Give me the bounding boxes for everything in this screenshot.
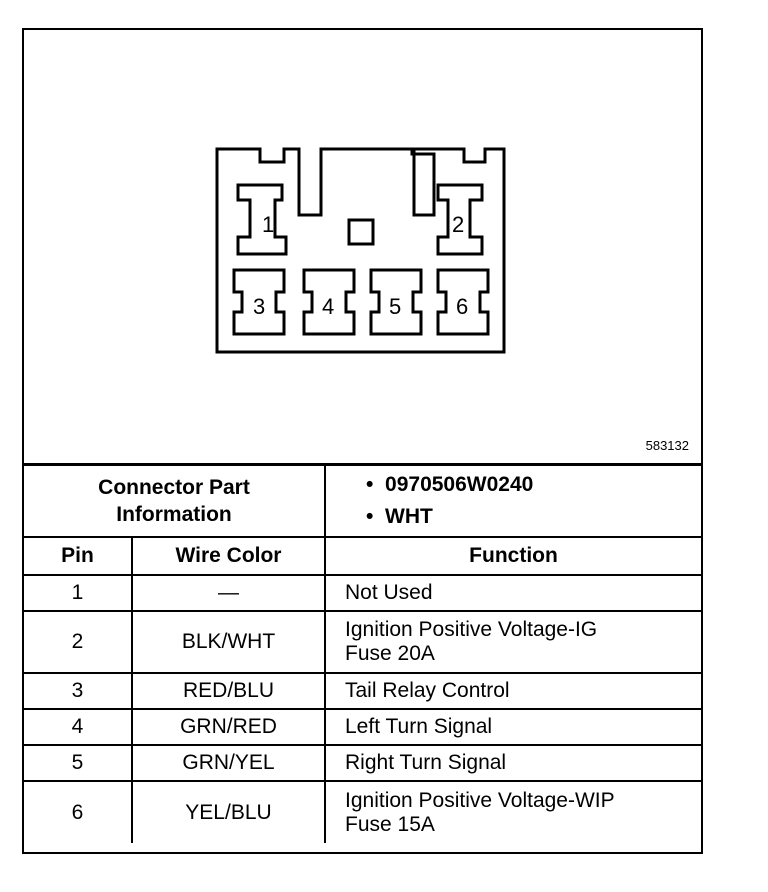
figure-id: 583132 [645, 438, 689, 453]
connector-part-info-values: • 0970506W0240 • WHT [324, 463, 701, 538]
connector-info-row: Connector Part Information • 0970506W024… [24, 463, 701, 538]
cavity-6 [436, 268, 490, 336]
function-line2: Fuse 20A [345, 642, 435, 665]
wire-color-cell: GRN/RED [131, 708, 326, 746]
table-row: 5 GRN/YEL Right Turn Signal [24, 744, 701, 782]
pin-cell: 1 [24, 574, 133, 612]
connector-part-info-label: Connector Part Information [24, 463, 326, 538]
pin-cell: 6 [24, 780, 133, 843]
connector-info-label-line2: Information [116, 503, 232, 526]
pin-cell: 2 [24, 610, 133, 674]
connector-pinout-table: Connector Part Information • 0970506W024… [24, 463, 701, 843]
cavity-5 [369, 268, 423, 336]
pin-label-4: 4 [322, 294, 334, 319]
function-cell: Right Turn Signal [324, 744, 701, 782]
cavity-4 [302, 268, 356, 336]
header-pin: Pin [24, 536, 133, 576]
connector-info-label-line1: Connector Part [98, 476, 250, 499]
table-row: 3 RED/BLU Tail Relay Control [24, 672, 701, 710]
cavity-1 [236, 183, 288, 256]
function-line1: Not Used [345, 581, 433, 604]
wire-color-cell: — [131, 574, 326, 612]
function-line1: Ignition Positive Voltage-IG [345, 618, 598, 641]
bullet: • [366, 473, 374, 496]
function-line1: Tail Relay Control [345, 679, 510, 702]
bullet: • [366, 505, 374, 528]
wire-color-cell: GRN/YEL [131, 744, 326, 782]
function-line2: Fuse 15A [345, 812, 435, 836]
pin-label-5: 5 [389, 294, 401, 319]
part-number: 0970506W0240 [385, 473, 534, 496]
connector-color: WHT [385, 505, 433, 528]
header-function: Function [324, 536, 701, 576]
function-cell: Not Used [324, 574, 701, 612]
pin-label-3: 3 [253, 294, 265, 319]
function-line1: Ignition Positive Voltage-WIP [345, 788, 615, 812]
pin-cell: 4 [24, 708, 133, 746]
cavity-3 [232, 268, 286, 336]
table-row: 4 GRN/RED Left Turn Signal [24, 708, 701, 746]
center-key [347, 218, 375, 246]
wire-color-cell: BLK/WHT [131, 610, 326, 674]
pin-label-6: 6 [456, 294, 468, 319]
connector-diagram-frame: 1 2 3 4 5 6 583132 Connector Part Inform… [22, 28, 703, 854]
header-wire-color: Wire Color [131, 536, 326, 576]
cavity-2 [436, 183, 484, 256]
function-line1: Right Turn Signal [345, 751, 507, 774]
pin-label-1: 1 [262, 212, 274, 237]
table-header-row: Pin Wire Color Function [24, 536, 701, 576]
pin-cell: 3 [24, 672, 133, 710]
table-row: 1 — Not Used [24, 574, 701, 612]
pin-cell: 5 [24, 744, 133, 782]
wire-color-cell: YEL/BLU [131, 780, 326, 843]
connector-face-svg: 1 2 3 4 5 6 [215, 147, 506, 354]
connector-face-diagram: 1 2 3 4 5 6 583132 [24, 30, 701, 463]
connector-housing [215, 147, 506, 354]
function-cell: Left Turn Signal [324, 708, 701, 746]
wire-color-cell: RED/BLU [131, 672, 326, 710]
function-cell: Tail Relay Control [324, 672, 701, 710]
pin-label-2: 2 [452, 212, 464, 237]
function-line1: Left Turn Signal [345, 715, 493, 738]
